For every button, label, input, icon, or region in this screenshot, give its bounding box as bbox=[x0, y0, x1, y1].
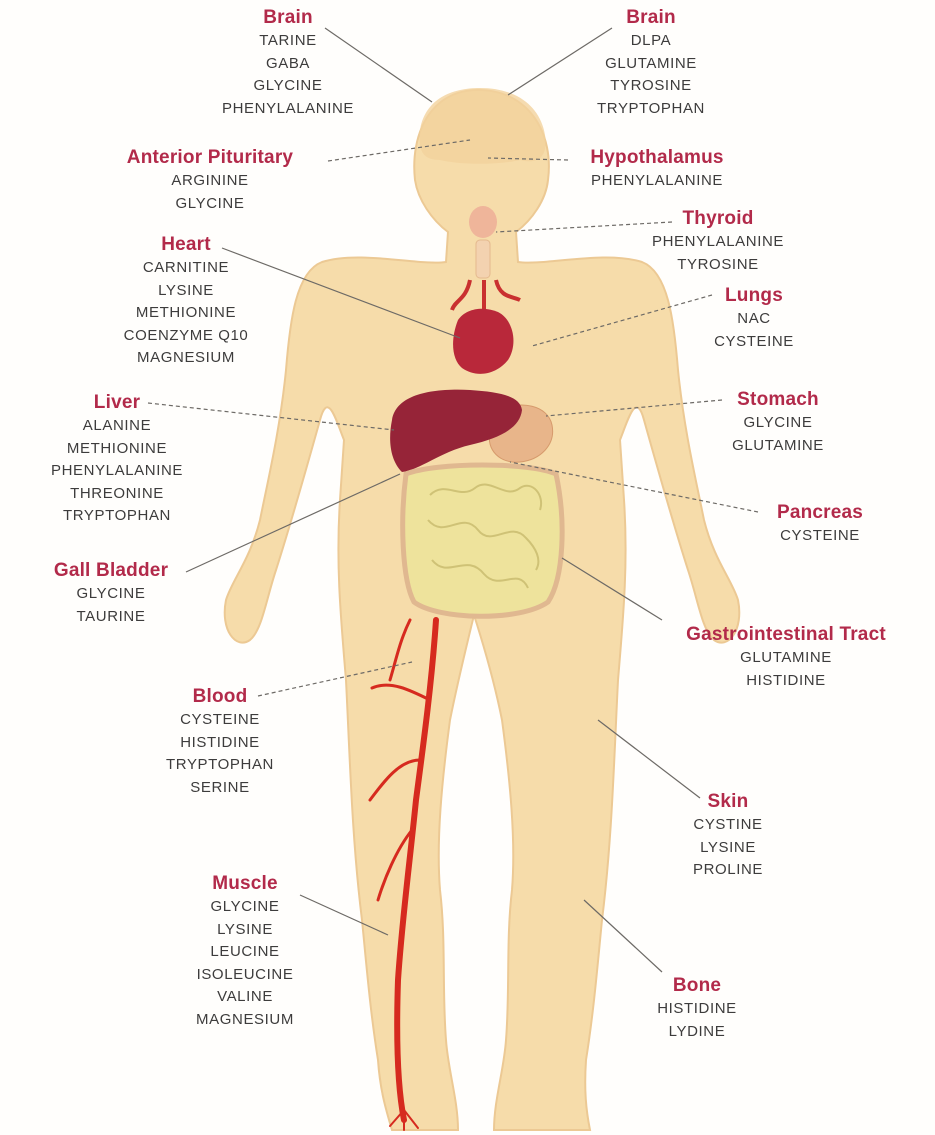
nutrient: CYSTINE bbox=[693, 814, 763, 837]
label-heart: Heart CARNITINE LYSINE METHIONINE COENZY… bbox=[124, 234, 249, 370]
organ-name: Stomach bbox=[732, 389, 824, 411]
label-liver: Liver ALANINE METHIONINE PHENYLALANINE T… bbox=[51, 392, 183, 528]
organ-name: Thyroid bbox=[652, 208, 784, 230]
label-gall-bladder: Gall Bladder GLYCINE TAURINE bbox=[54, 560, 168, 628]
label-muscle: Muscle GLYCINE LYSINE LEUCINE ISOLEUCINE… bbox=[196, 873, 294, 1031]
organ-name: Gall Bladder bbox=[54, 560, 168, 582]
organ-name: Brain bbox=[222, 7, 354, 29]
nutrient: LYDINE bbox=[657, 1021, 737, 1044]
nutrient: LYSINE bbox=[196, 919, 294, 942]
nutrient-list: HISTIDINE LYDINE bbox=[657, 998, 737, 1043]
nutrient: CYSTEINE bbox=[166, 709, 274, 732]
organ-name: Liver bbox=[51, 392, 183, 414]
nutrient: LYSINE bbox=[693, 837, 763, 860]
nutrient-list: TARINE GABA GLYCINE PHENYLALANINE bbox=[222, 30, 354, 120]
organ-name: Brain bbox=[597, 7, 705, 29]
organ-name: Lungs bbox=[714, 285, 794, 307]
nutrient: PROLINE bbox=[693, 859, 763, 882]
nutrient-list: NAC CYSTEINE bbox=[714, 308, 794, 353]
nutrient: PHENYLALANINE bbox=[590, 170, 723, 193]
nutrient: METHIONINE bbox=[51, 438, 183, 461]
organ-name: Blood bbox=[166, 686, 274, 708]
organ-name: Gastrointestinal Tract bbox=[686, 624, 886, 646]
nutrient-list: DLPA GLUTAMINE TYROSINE TRYPTOPHAN bbox=[597, 30, 705, 120]
nutrient: GLUTAMINE bbox=[732, 435, 824, 458]
nutrient: MAGNESIUM bbox=[196, 1009, 294, 1032]
nutrient: GLYCINE bbox=[222, 75, 354, 98]
nutrient: TYROSINE bbox=[597, 75, 705, 98]
nutrient: METHIONINE bbox=[124, 302, 249, 325]
intestine-shape bbox=[403, 465, 562, 616]
nutrient: GABA bbox=[222, 53, 354, 76]
label-brain-left: Brain TARINE GABA GLYCINE PHENYLALANINE bbox=[222, 7, 354, 120]
nutrient: SERINE bbox=[166, 777, 274, 800]
nutrient-list: CYSTEINE bbox=[777, 525, 863, 548]
organ-name: Bone bbox=[657, 975, 737, 997]
organ-name: Anterior Pituritary bbox=[127, 147, 293, 169]
nutrient: TAURINE bbox=[54, 606, 168, 629]
nutrient: TRYPTOPHAN bbox=[166, 754, 274, 777]
nutrient: PHENYLALANINE bbox=[222, 98, 354, 121]
label-anterior-pituitary: Anterior Pituritary ARGININE GLYCINE bbox=[127, 147, 293, 215]
label-stomach: Stomach GLYCINE GLUTAMINE bbox=[732, 389, 824, 457]
nutrient: GLYCINE bbox=[54, 583, 168, 606]
nutrient: CYSTEINE bbox=[714, 331, 794, 354]
nutrient: CARNITINE bbox=[124, 257, 249, 280]
organ-name: Muscle bbox=[196, 873, 294, 895]
nutrient: TARINE bbox=[222, 30, 354, 53]
nutrient: CYSTEINE bbox=[777, 525, 863, 548]
nutrient: COENZYME Q10 bbox=[124, 325, 249, 348]
label-lungs: Lungs NAC CYSTEINE bbox=[714, 285, 794, 353]
label-gastrointestinal-tract: Gastrointestinal Tract GLUTAMINE HISTIDI… bbox=[686, 624, 886, 692]
nutrient: GLYCINE bbox=[127, 193, 293, 216]
nutrient-list: PHENYLALANINE TYROSINE bbox=[652, 231, 784, 276]
nutrient: TRYPTOPHAN bbox=[51, 505, 183, 528]
nutrient-list: GLYCINE GLUTAMINE bbox=[732, 412, 824, 457]
nutrient: LEUCINE bbox=[196, 941, 294, 964]
label-bone: Bone HISTIDINE LYDINE bbox=[657, 975, 737, 1043]
nutrient: ALANINE bbox=[51, 415, 183, 438]
nutrient: HISTIDINE bbox=[166, 732, 274, 755]
nutrient-list: CARNITINE LYSINE METHIONINE COENZYME Q10… bbox=[124, 257, 249, 370]
nutrient: TYROSINE bbox=[652, 254, 784, 277]
nutrient-list: GLUTAMINE HISTIDINE bbox=[686, 647, 886, 692]
nutrient: GLYCINE bbox=[196, 896, 294, 919]
nutrient: HISTIDINE bbox=[657, 998, 737, 1021]
organ-name: Pancreas bbox=[777, 502, 863, 524]
nutrient: TRYPTOPHAN bbox=[597, 98, 705, 121]
nutrient: PHENYLALANINE bbox=[51, 460, 183, 483]
label-hypothalamus: Hypothalamus PHENYLALANINE bbox=[590, 147, 723, 193]
nutrient: PHENYLALANINE bbox=[652, 231, 784, 254]
nutrient-list: ARGININE GLYCINE bbox=[127, 170, 293, 215]
nutrient-list: PHENYLALANINE bbox=[590, 170, 723, 193]
nutrient-list: CYSTEINE HISTIDINE TRYPTOPHAN SERINE bbox=[166, 709, 274, 799]
label-blood: Blood CYSTEINE HISTIDINE TRYPTOPHAN SERI… bbox=[166, 686, 274, 799]
nutrient-list: CYSTINE LYSINE PROLINE bbox=[693, 814, 763, 882]
brain-shape bbox=[420, 88, 546, 164]
label-brain-right: Brain DLPA GLUTAMINE TYROSINE TRYPTOPHAN bbox=[597, 7, 705, 120]
nutrient: NAC bbox=[714, 308, 794, 331]
label-pancreas: Pancreas CYSTEINE bbox=[777, 502, 863, 548]
nutrient: GLUTAMINE bbox=[597, 53, 705, 76]
nutrient-list: GLYCINE TAURINE bbox=[54, 583, 168, 628]
nutrient: ISOLEUCINE bbox=[196, 964, 294, 987]
organ-name: Skin bbox=[693, 791, 763, 813]
nutrient: VALINE bbox=[196, 986, 294, 1009]
nutrient: GLUTAMINE bbox=[686, 647, 886, 670]
nutrient: THREONINE bbox=[51, 483, 183, 506]
nutrient: LYSINE bbox=[124, 280, 249, 303]
nutrient-list: GLYCINE LYSINE LEUCINE ISOLEUCINE VALINE… bbox=[196, 896, 294, 1031]
nutrient: HISTIDINE bbox=[686, 670, 886, 693]
nutrient: GLYCINE bbox=[732, 412, 824, 435]
nutrient: ARGININE bbox=[127, 170, 293, 193]
label-thyroid: Thyroid PHENYLALANINE TYROSINE bbox=[652, 208, 784, 276]
nutrient: DLPA bbox=[597, 30, 705, 53]
organ-name: Heart bbox=[124, 234, 249, 256]
nutrient: MAGNESIUM bbox=[124, 347, 249, 370]
organ-name: Hypothalamus bbox=[590, 147, 723, 169]
nutrient-list: ALANINE METHIONINE PHENYLALANINE THREONI… bbox=[51, 415, 183, 528]
label-skin: Skin CYSTINE LYSINE PROLINE bbox=[693, 791, 763, 882]
